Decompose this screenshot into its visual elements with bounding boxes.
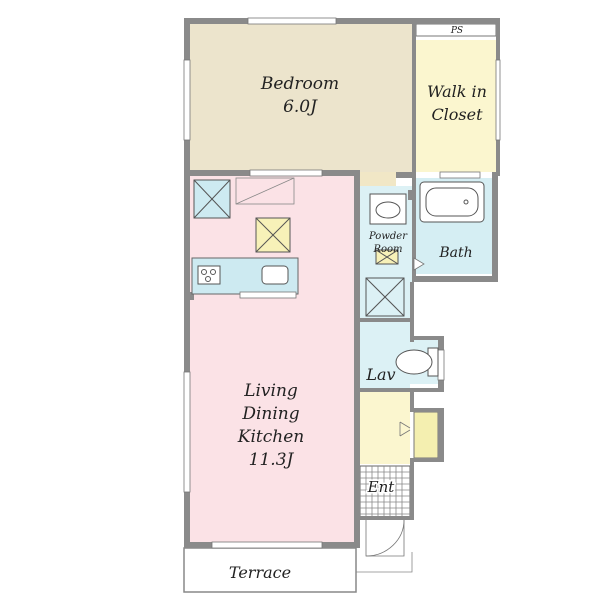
powder-small-storage-icon bbox=[375, 249, 399, 265]
ps-label: PS bbox=[450, 26, 463, 36]
terrace-floor bbox=[183, 547, 357, 593]
walk-in-closet-line2: Closet bbox=[431, 105, 483, 124]
bathtub-icon bbox=[419, 181, 485, 223]
refrigerator-space-icon bbox=[255, 217, 291, 253]
washbasin-icon bbox=[369, 193, 407, 225]
powder-room-line2: Room bbox=[372, 244, 402, 255]
ldk-line2: Dining bbox=[241, 404, 299, 424]
hall-strip bbox=[360, 172, 396, 186]
toilet-icon bbox=[395, 347, 439, 377]
ldk-storage-icon bbox=[193, 179, 231, 219]
bedroom-name: Bedroom bbox=[260, 74, 339, 94]
walk-in-closet-floor bbox=[416, 40, 496, 172]
shoe-storage bbox=[413, 411, 439, 459]
ldk-line1: Living bbox=[243, 381, 298, 401]
ldk-line3: Kitchen bbox=[237, 427, 304, 447]
lav-name: Lav bbox=[365, 365, 395, 384]
doors bbox=[355, 257, 425, 573]
kitchen-counter bbox=[191, 257, 299, 299]
entrance-name: Ent bbox=[367, 478, 396, 496]
entrance-floor bbox=[360, 392, 410, 464]
kitchen-sink-icon bbox=[261, 265, 289, 285]
bedroom-size: 6.0J bbox=[283, 97, 318, 117]
powder-room-line1: Powder bbox=[368, 231, 408, 242]
powder-storage-icon bbox=[365, 277, 405, 317]
bedroom-floor bbox=[190, 24, 412, 172]
bath-name: Bath bbox=[438, 245, 472, 261]
terrace-name: Terrace bbox=[229, 563, 291, 582]
walk-in-closet-line1: Walk in bbox=[427, 82, 487, 101]
ldk-size: 11.3J bbox=[249, 450, 295, 470]
entrance-tile-grid bbox=[359, 465, 411, 519]
windows bbox=[183, 17, 501, 549]
pantry-icon bbox=[235, 177, 295, 205]
